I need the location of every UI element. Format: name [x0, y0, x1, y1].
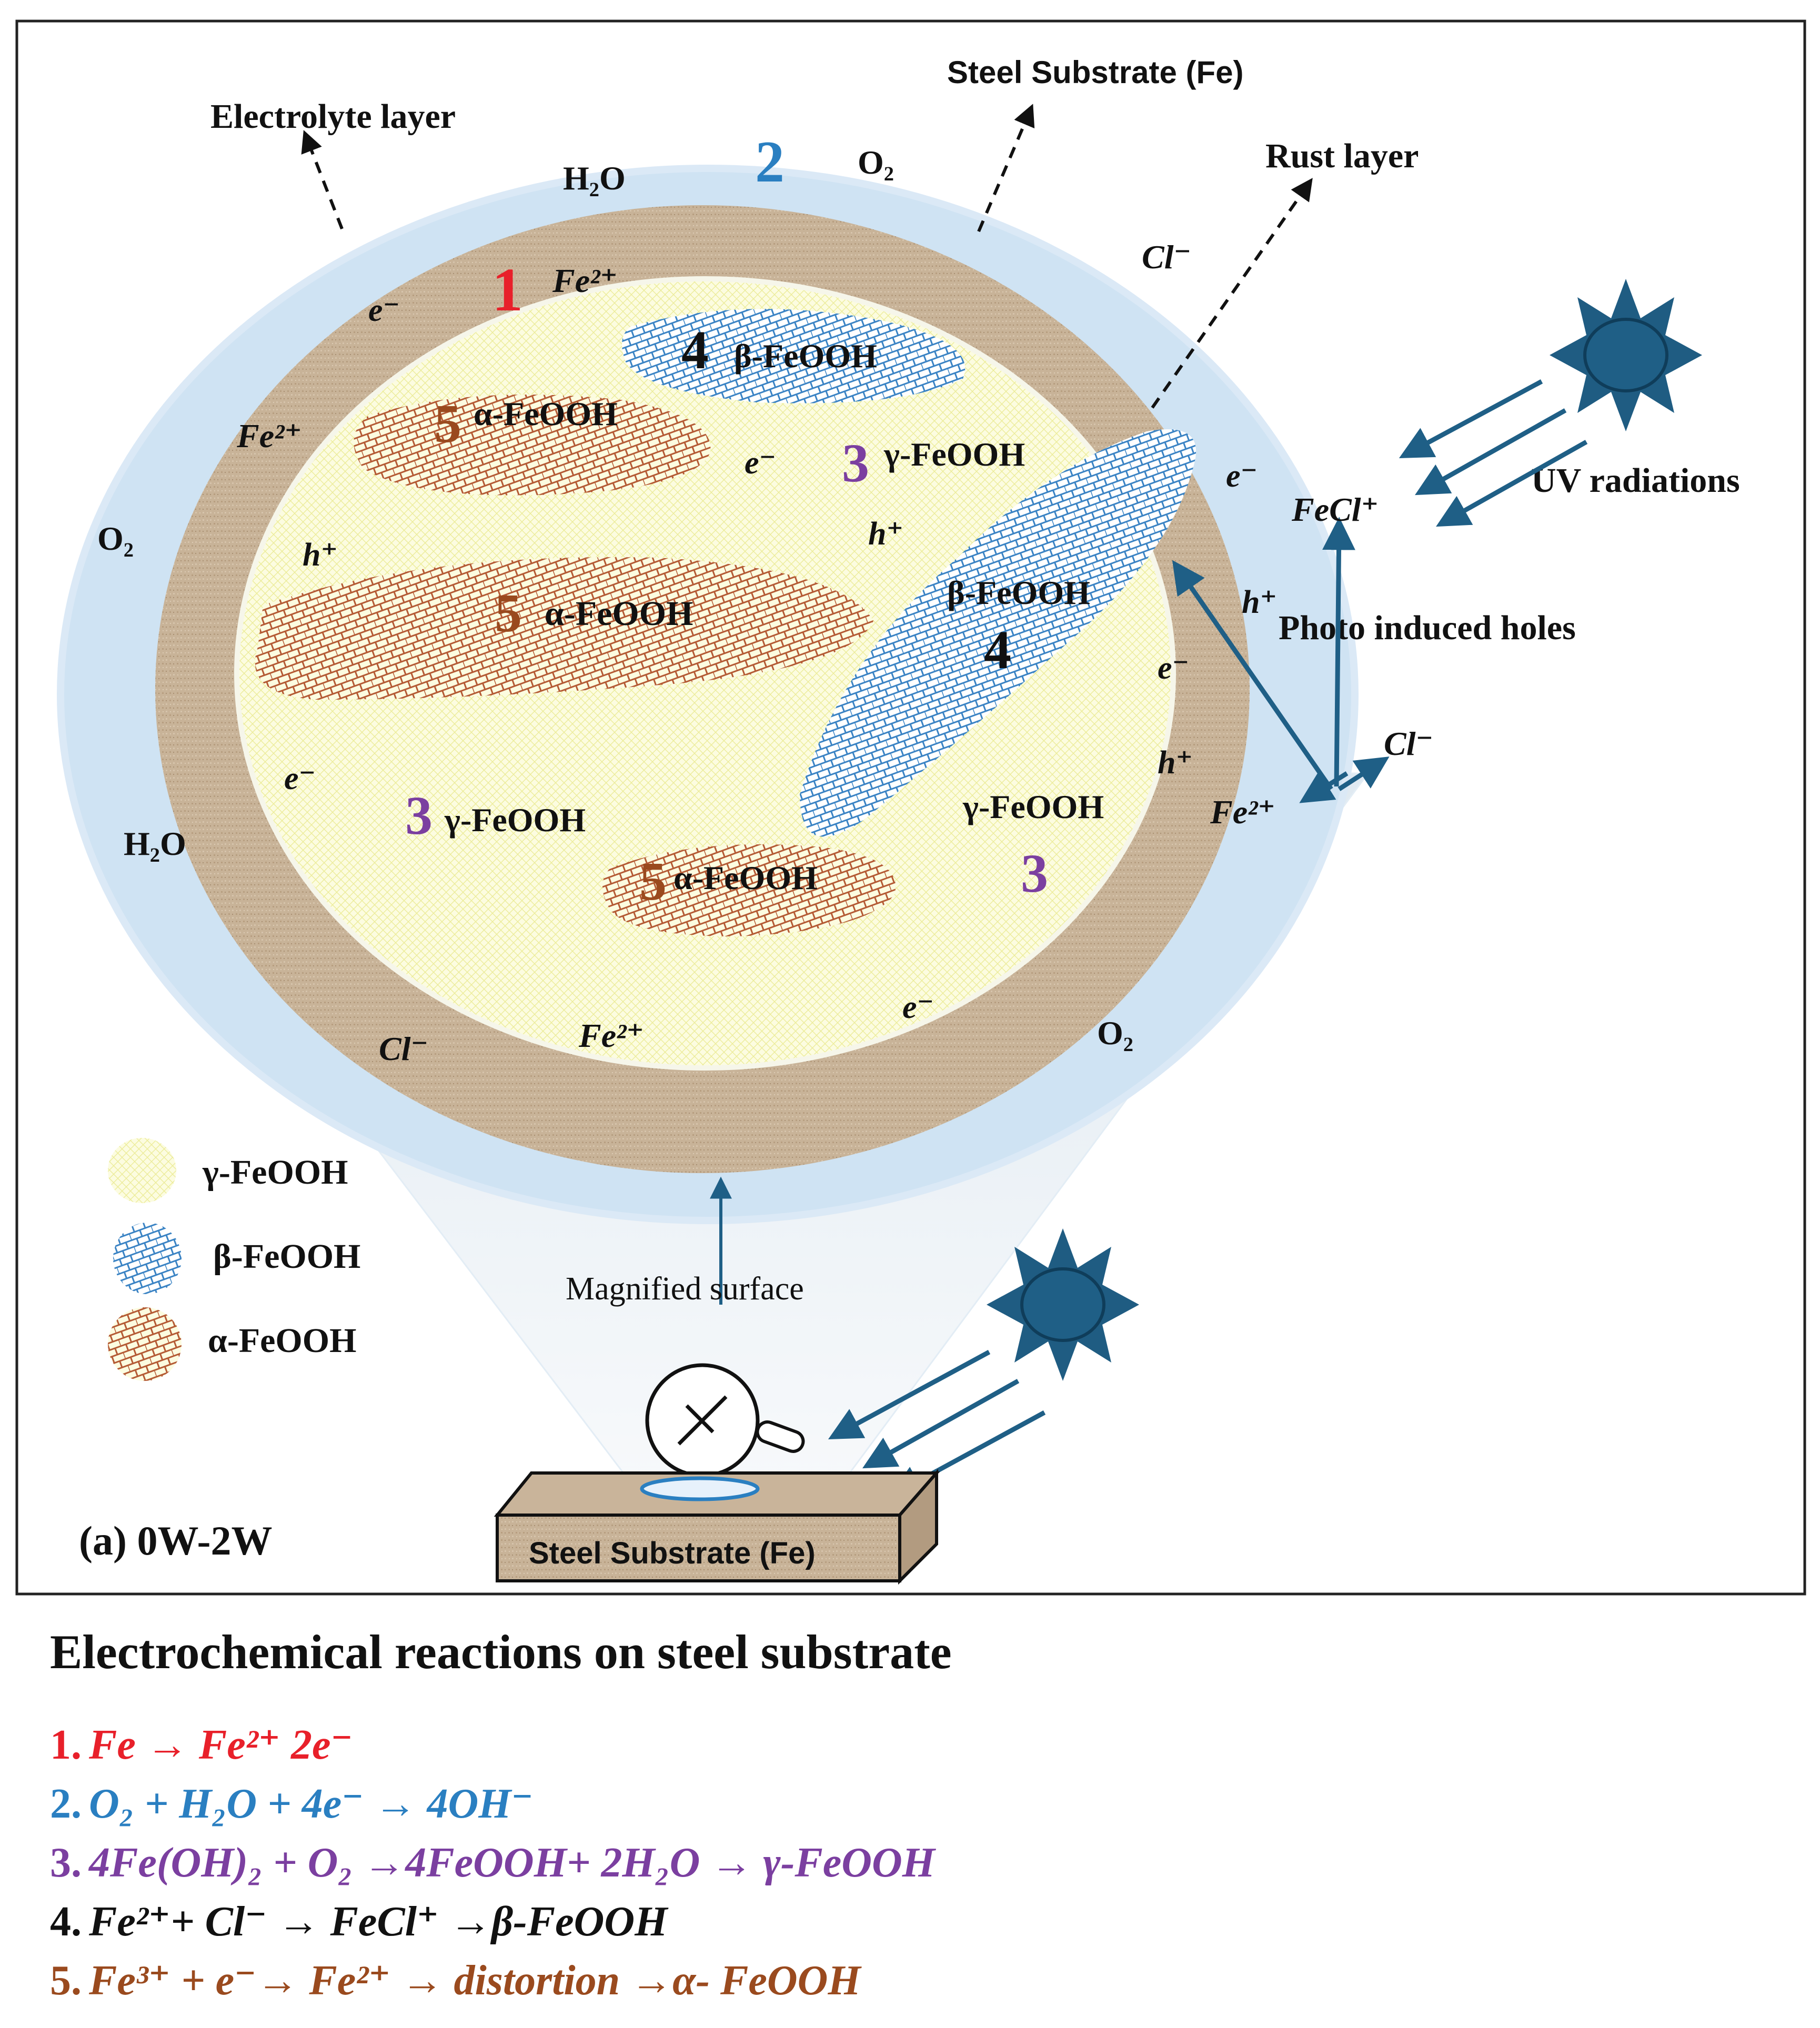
slab-surface-spot: [640, 1476, 760, 1501]
phase-label-gamma-c: γ-FeOOH: [962, 788, 1104, 825]
species-h-4: h⁺: [1158, 745, 1193, 781]
alpha-region-middle: [255, 557, 874, 700]
callout-steel-arrow: [977, 104, 1035, 233]
reaction-3: 3.4Fe(OH)₂ + O₂ →4FeOOH+ 2H₂O → γ-FeOOH: [50, 1833, 1786, 1892]
beta-region-top: [622, 309, 966, 403]
sun-icon-top: [1550, 279, 1702, 431]
uv-arrow-top-1: [1399, 379, 1543, 458]
phase-label-alpha-lower: α-FeOOH: [673, 859, 818, 896]
legend-label-gamma: γ-FeOOH: [202, 1153, 348, 1192]
uv-arrow-bottom-1: [828, 1350, 991, 1440]
step-number-4-b: 4: [984, 620, 1011, 680]
reaction-2-number: 2.: [50, 1781, 82, 1828]
arrow-fe-to-cl: [1338, 756, 1390, 791]
reactions-section: Electrochemical reactions on steel subst…: [50, 1625, 1786, 2010]
step-number-1: 1: [492, 255, 523, 324]
species-e-3: e⁻: [1226, 458, 1258, 494]
species-h2o-top: H₂O: [563, 159, 626, 197]
panel-label: (a) 0W-2W: [79, 1518, 273, 1563]
alpha-region-lower: [602, 844, 896, 936]
arrow-cl-to-fe: [1299, 771, 1349, 803]
reaction-3-text: 4Fe(OH)₂ + O₂ →4FeOOH+ 2H₂O → γ-FeOOH: [89, 1840, 935, 1886]
species-fe2-top: Fe²⁺: [552, 262, 618, 299]
species-cl-top: Cl⁻: [1142, 238, 1191, 276]
uv-arrow-bottom-2: [862, 1379, 1020, 1469]
reaction-4-number: 4.: [50, 1899, 82, 1945]
step-number-5-c: 5: [639, 851, 667, 912]
reaction-1: 1.Fe → Fe²⁺ 2e⁻: [50, 1716, 1786, 1774]
species-h-2: h⁺: [868, 516, 903, 552]
reaction-5-number: 5.: [50, 1958, 82, 2004]
step-number-3-a: 3: [842, 433, 869, 493]
legend: γ-FeOOH β-FeOOH α-FeOOH: [108, 1138, 360, 1381]
reaction-2: 2.O₂ + H₂O + 4e⁻ → 4OH⁻: [50, 1774, 1786, 1833]
legend-swatch-beta: [113, 1223, 182, 1294]
species-e-6: e⁻: [902, 990, 934, 1025]
arrow-fe-to-beta: [1172, 560, 1333, 791]
sun-icon-bottom: [987, 1228, 1139, 1381]
phase-label-beta-diagonal: β-FeOOH: [947, 574, 1090, 611]
reaction-2-text: O₂ + H₂O + 4e⁻ → 4OH⁻: [89, 1781, 534, 1828]
step-number-2: 2: [755, 129, 785, 195]
step-number-5-b: 5: [495, 583, 522, 643]
species-e-4: e⁻: [1158, 650, 1189, 686]
step-number-3-c: 3: [1021, 843, 1048, 904]
label-electrolyte-layer: Electrolyte layer: [210, 97, 456, 136]
phase-label-alpha-upper: α-FeOOH: [474, 395, 618, 432]
species-fecl: FeCl⁺: [1291, 491, 1379, 528]
uv-arrow-top-3: [1436, 440, 1588, 527]
legend-swatch-alpha: [108, 1307, 182, 1381]
species-cl-right: Cl⁻: [1384, 725, 1433, 762]
arrow-fe-to-fecl: [1322, 517, 1355, 787]
reactions-title: Electrochemical reactions on steel subst…: [50, 1625, 952, 1679]
species-o2-left: O₂: [97, 520, 134, 557]
species-e-2: e⁻: [745, 445, 776, 481]
species-h2o-left: H₂O: [124, 825, 186, 862]
species-fe2-bottom: Fe²⁺: [578, 1017, 644, 1054]
label-photo-induced-holes: Photo induced holes: [1279, 609, 1576, 647]
species-fe2-right: Fe²⁺: [1210, 793, 1275, 831]
step-number-5-a: 5: [434, 394, 461, 454]
step-number-4-a: 4: [681, 320, 709, 380]
phase-label-alpha-middle: α-FeOOH: [545, 594, 693, 633]
magnifier-icon: [645, 1363, 805, 1478]
label-rust-layer: Rust layer: [1265, 137, 1419, 175]
phase-label-gamma-b: γ-FeOOH: [444, 801, 586, 839]
reaction-4-text: Fe²⁺+ Cl⁻ → FeCl⁺ →β-FeOOH: [89, 1899, 668, 1945]
legend-label-alpha: α-FeOOH: [208, 1321, 356, 1360]
callout-rust-arrow: [1151, 178, 1313, 409]
legend-label-beta: β-FeOOH: [213, 1237, 360, 1276]
species-o2-top: O₂: [858, 144, 894, 181]
steel-slab: Steel Substrate (Fe): [494, 1469, 940, 1585]
reaction-1-number: 1.: [50, 1722, 82, 1769]
label-uv-radiations: UV radiations: [1531, 461, 1740, 500]
species-h-3: h⁺: [1242, 584, 1277, 620]
species-h-1: h⁺: [303, 537, 338, 573]
species-e-1: e⁻: [368, 292, 400, 328]
reaction-1-text: Fe → Fe²⁺ 2e⁻: [89, 1722, 353, 1769]
uv-arrow-top-2: [1415, 408, 1567, 496]
phase-label-gamma-a: γ-FeOOH: [883, 436, 1025, 473]
reaction-3-number: 3.: [50, 1840, 82, 1886]
species-cl-bottom: Cl⁻: [379, 1030, 428, 1067]
species-fe2-left: Fe²⁺: [236, 417, 302, 455]
species-o2-bottom: O₂: [1097, 1014, 1133, 1052]
step-number-3-b: 3: [405, 785, 433, 846]
label-steel-substrate-top: Steel Substrate (Fe): [947, 55, 1243, 90]
alpha-region-upper: [354, 395, 711, 496]
label-magnified-surface: Magnified surface: [566, 1271, 804, 1307]
label-steel-substrate-slab: Steel Substrate (Fe): [529, 1536, 816, 1570]
phase-label-beta-top: β-FeOOH: [734, 337, 877, 375]
reaction-5: 5.Fe³⁺ + e⁻→ Fe²⁺ → distortion →α- FeOOH: [50, 1951, 1786, 2010]
reaction-5-text: Fe³⁺ + e⁻→ Fe²⁺ → distortion →α- FeOOH: [89, 1958, 861, 2004]
beta-region-diagonal: [800, 429, 1196, 837]
legend-swatch-gamma: [108, 1138, 176, 1203]
reaction-4: 4.Fe²⁺+ Cl⁻ → FeCl⁺ →β-FeOOH: [50, 1892, 1786, 1951]
callout-electrolyte-arrow: [301, 130, 344, 230]
species-e-5: e⁻: [284, 761, 316, 796]
